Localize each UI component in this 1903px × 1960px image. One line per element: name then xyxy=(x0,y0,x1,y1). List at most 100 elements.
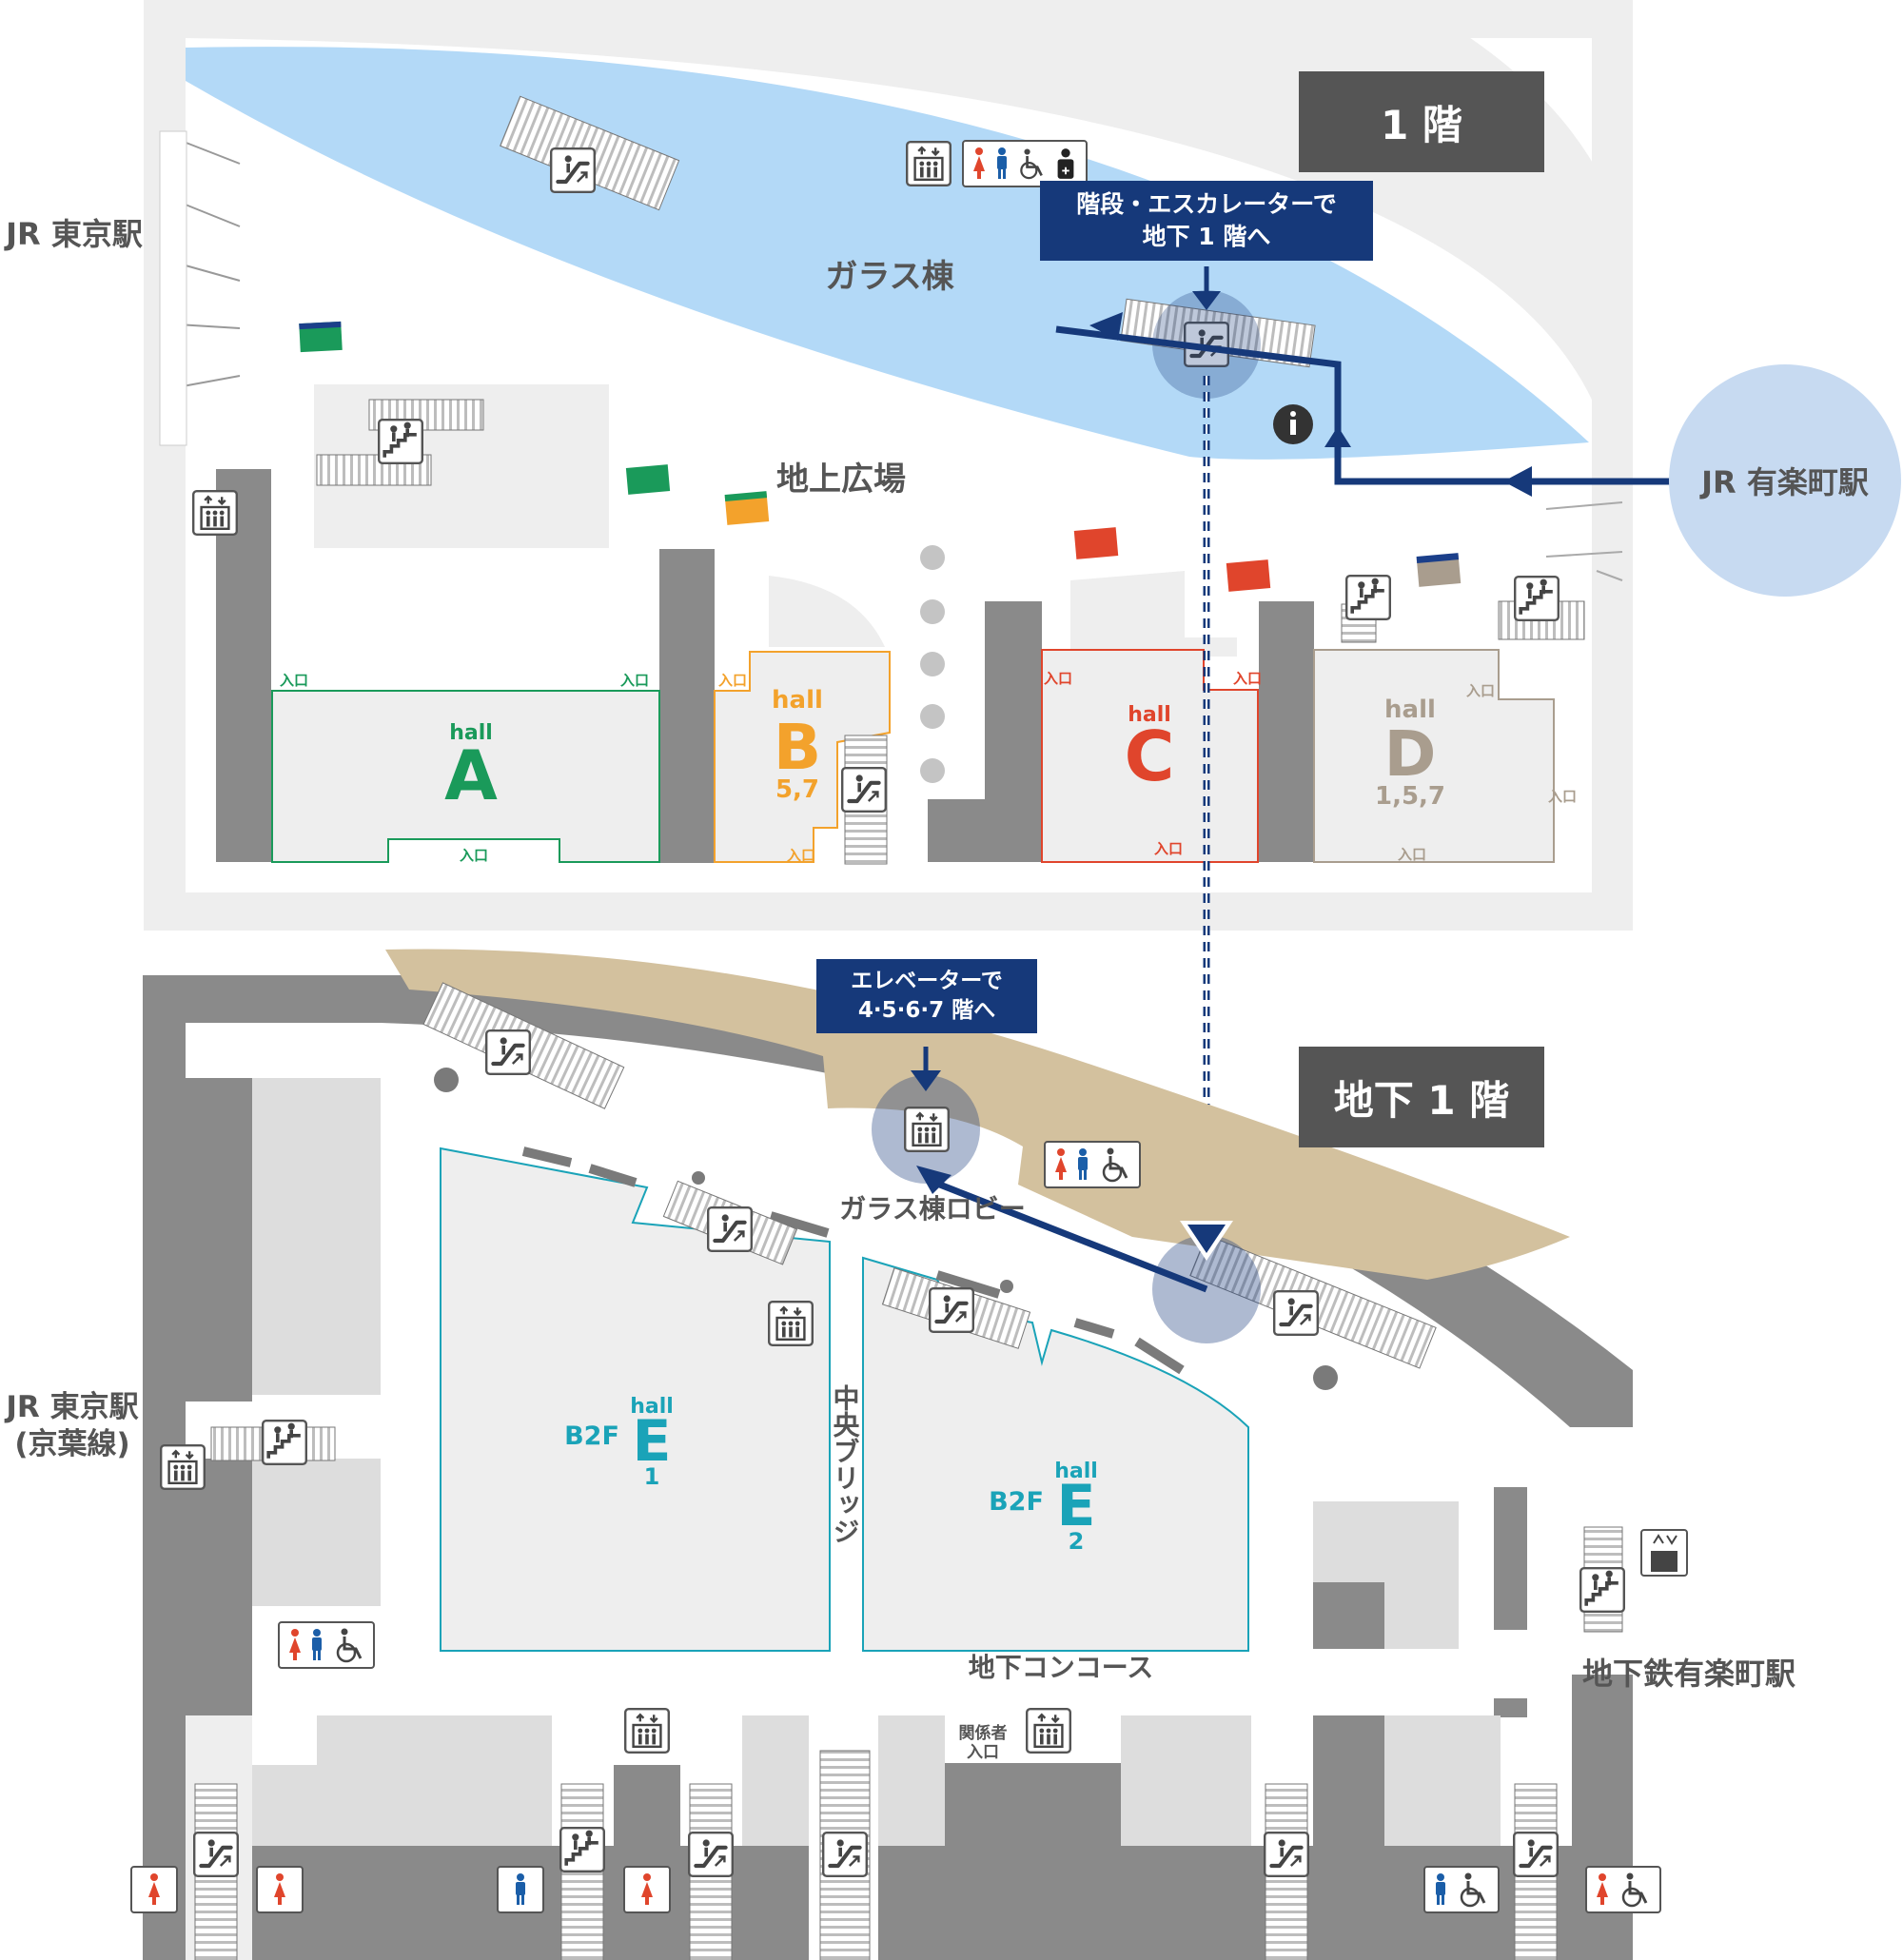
floor1-route-callout: 階段・エスカレーターで 地下 1 階へ xyxy=(1040,181,1373,261)
stairs-f1-east-2[interactable] xyxy=(1498,576,1585,640)
basement1-badge: 地下 1 階 xyxy=(1299,1047,1544,1147)
elevator-icon[interactable] xyxy=(192,490,238,536)
subway-yurakucho-label[interactable]: 地下鉄有楽町駅 xyxy=(1582,1656,1795,1692)
jr-tokyo-label-b1: JR 東京駅 xyxy=(6,1390,139,1424)
escalators-b1-south[interactable] xyxy=(194,1750,1558,1960)
hall-b-floors: 5,7 xyxy=(775,775,819,804)
building-column-2 xyxy=(659,549,715,863)
staff-entrance-label-1: 関係者 xyxy=(959,1723,1008,1743)
info-icon[interactable] xyxy=(1273,404,1313,444)
entrance-labels-f1: 入口 入口 入口 入口 入口 入口 入口 入口 入口 入口 入口 xyxy=(280,670,1577,864)
pillars-b1 xyxy=(434,1068,1338,1390)
escalator-f1-glass-west[interactable] xyxy=(500,95,680,211)
entrance-label: 入口 xyxy=(460,847,488,864)
stairs-f1-east-1[interactable] xyxy=(1341,575,1391,643)
callout-line: エレベーターで xyxy=(851,969,1003,993)
hall-e2[interactable]: B2F hall E 2 xyxy=(862,1256,1249,1652)
hall-d-letter: D xyxy=(1384,717,1437,791)
entrance-label: 入口 xyxy=(620,672,649,689)
escalator-icon xyxy=(689,1833,733,1876)
elevator-icon[interactable] xyxy=(624,1708,670,1754)
escalator-icon xyxy=(708,1207,752,1251)
hall-b-word: hall xyxy=(772,686,823,715)
escalator-icon xyxy=(842,768,886,812)
jr-tokyo-keiyo-label[interactable]: JR 東京駅 (京葉線) xyxy=(0,1389,145,1463)
jr-tokyo-label-f1[interactable]: JR 東京駅 xyxy=(4,216,143,252)
glass-lobby-label: ガラス棟ロビー xyxy=(839,1193,1025,1225)
underground-concourse-label: 地下コンコース xyxy=(969,1652,1154,1683)
stairs-b1-east[interactable] xyxy=(1579,1526,1625,1633)
hall-a-word: hall xyxy=(449,721,493,745)
stairs-icon xyxy=(1514,576,1560,621)
escalator-icon xyxy=(1274,1291,1318,1335)
escalator-highlight xyxy=(1152,290,1261,399)
block-b1-east xyxy=(1384,1501,1459,1649)
basement1-route-callout: エレベーターで 4·5·6·7 階へ xyxy=(816,959,1037,1034)
block-b1-west-1 xyxy=(252,1078,381,1395)
restroom-f1[interactable] xyxy=(962,140,1088,187)
escalator-b1-west[interactable] xyxy=(422,982,625,1109)
keiyo-line-label: (京葉線) xyxy=(14,1426,130,1461)
escalator-icon xyxy=(551,148,595,192)
building-column-4 xyxy=(1259,601,1314,862)
route-f1 xyxy=(1055,266,1670,1242)
callout-line: 地下 1 階へ xyxy=(1142,222,1271,250)
stairs-b1-west[interactable] xyxy=(210,1420,336,1465)
hall-e1-floor: B2F xyxy=(564,1421,619,1451)
hall-b[interactable]: hall B 5,7 xyxy=(714,651,891,863)
escalator-icon xyxy=(486,1030,530,1074)
staff-entrance-label-2: 入口 xyxy=(967,1743,999,1762)
escalator-b1-main[interactable] xyxy=(1189,1234,1437,1369)
block-b1-west-2 xyxy=(252,1459,381,1606)
basement1-map: B2F hall E 1 B2F hall E 2 xyxy=(130,949,1795,1960)
elevator-icon[interactable] xyxy=(1026,1708,1071,1754)
glass-lobby-tan-area xyxy=(385,949,1570,1280)
jr-yurakucho-label[interactable]: JR 有楽町駅 xyxy=(1699,464,1869,500)
accessible-elevator-b1[interactable] xyxy=(1640,1529,1688,1577)
callout-line: 4·5·6·7 階へ xyxy=(857,998,996,1024)
entrance-label: 入口 xyxy=(280,672,308,689)
hall-e1[interactable]: B2F hall E 1 xyxy=(440,1147,831,1652)
hall-e2-letter: E xyxy=(1057,1473,1096,1539)
callout-line: 階段・エスカレーターで xyxy=(1076,190,1337,218)
escalator-icon xyxy=(1265,1833,1308,1876)
escalator-f1-main[interactable] xyxy=(1120,298,1316,368)
central-bridge-label: 中央ブリッジ xyxy=(830,1384,861,1544)
escalator-icon xyxy=(1514,1833,1558,1876)
entrance-label: 入口 xyxy=(1044,670,1072,687)
escalator-f1-hall-b[interactable] xyxy=(842,735,888,865)
restroom-b1-west[interactable] xyxy=(278,1621,375,1669)
hall-d[interactable]: hall D 1,5,7 xyxy=(1313,649,1555,863)
escalator-icon xyxy=(930,1288,973,1332)
escalator-b1-e2[interactable] xyxy=(881,1267,1031,1349)
hall-c-letter: C xyxy=(1125,716,1175,796)
hall-c-word: hall xyxy=(1128,703,1171,727)
pillars-f1 xyxy=(920,545,945,783)
hall-d-word: hall xyxy=(1384,696,1436,724)
glass-building-label: ガラス棟 xyxy=(825,258,954,296)
glass-roof-band xyxy=(144,0,1633,447)
elevator-icon[interactable] xyxy=(160,1444,206,1490)
jr-yurakucho-circle xyxy=(1669,364,1901,597)
hall-b-letter: B xyxy=(774,711,821,784)
hall-e2-num: 2 xyxy=(1069,1528,1085,1555)
stairs-icon xyxy=(1579,1567,1625,1613)
jr-tokyo-gates-f1 xyxy=(159,130,241,446)
hall-e1-num: 1 xyxy=(644,1463,660,1490)
elevator-icon[interactable] xyxy=(768,1301,814,1346)
stairs-f1-west[interactable] xyxy=(316,399,484,486)
entrance-label: 入口 xyxy=(718,672,747,689)
stairs-icon xyxy=(378,419,423,464)
restroom-b1-lobby[interactable] xyxy=(1044,1141,1141,1188)
restrooms-b1-south[interactable] xyxy=(130,1866,1661,1913)
hall-a[interactable]: hall A xyxy=(271,690,660,863)
escalator-b1-e1[interactable] xyxy=(662,1180,798,1265)
stairs-icon xyxy=(559,1827,605,1872)
escalator-icon xyxy=(194,1833,238,1876)
elevator-icon[interactable] xyxy=(906,141,952,186)
escalator-icon xyxy=(823,1833,867,1876)
entrance-label: 入口 xyxy=(1233,670,1262,687)
stairs-icon xyxy=(262,1420,307,1465)
hall-d-floors: 1,5,7 xyxy=(1375,782,1445,811)
